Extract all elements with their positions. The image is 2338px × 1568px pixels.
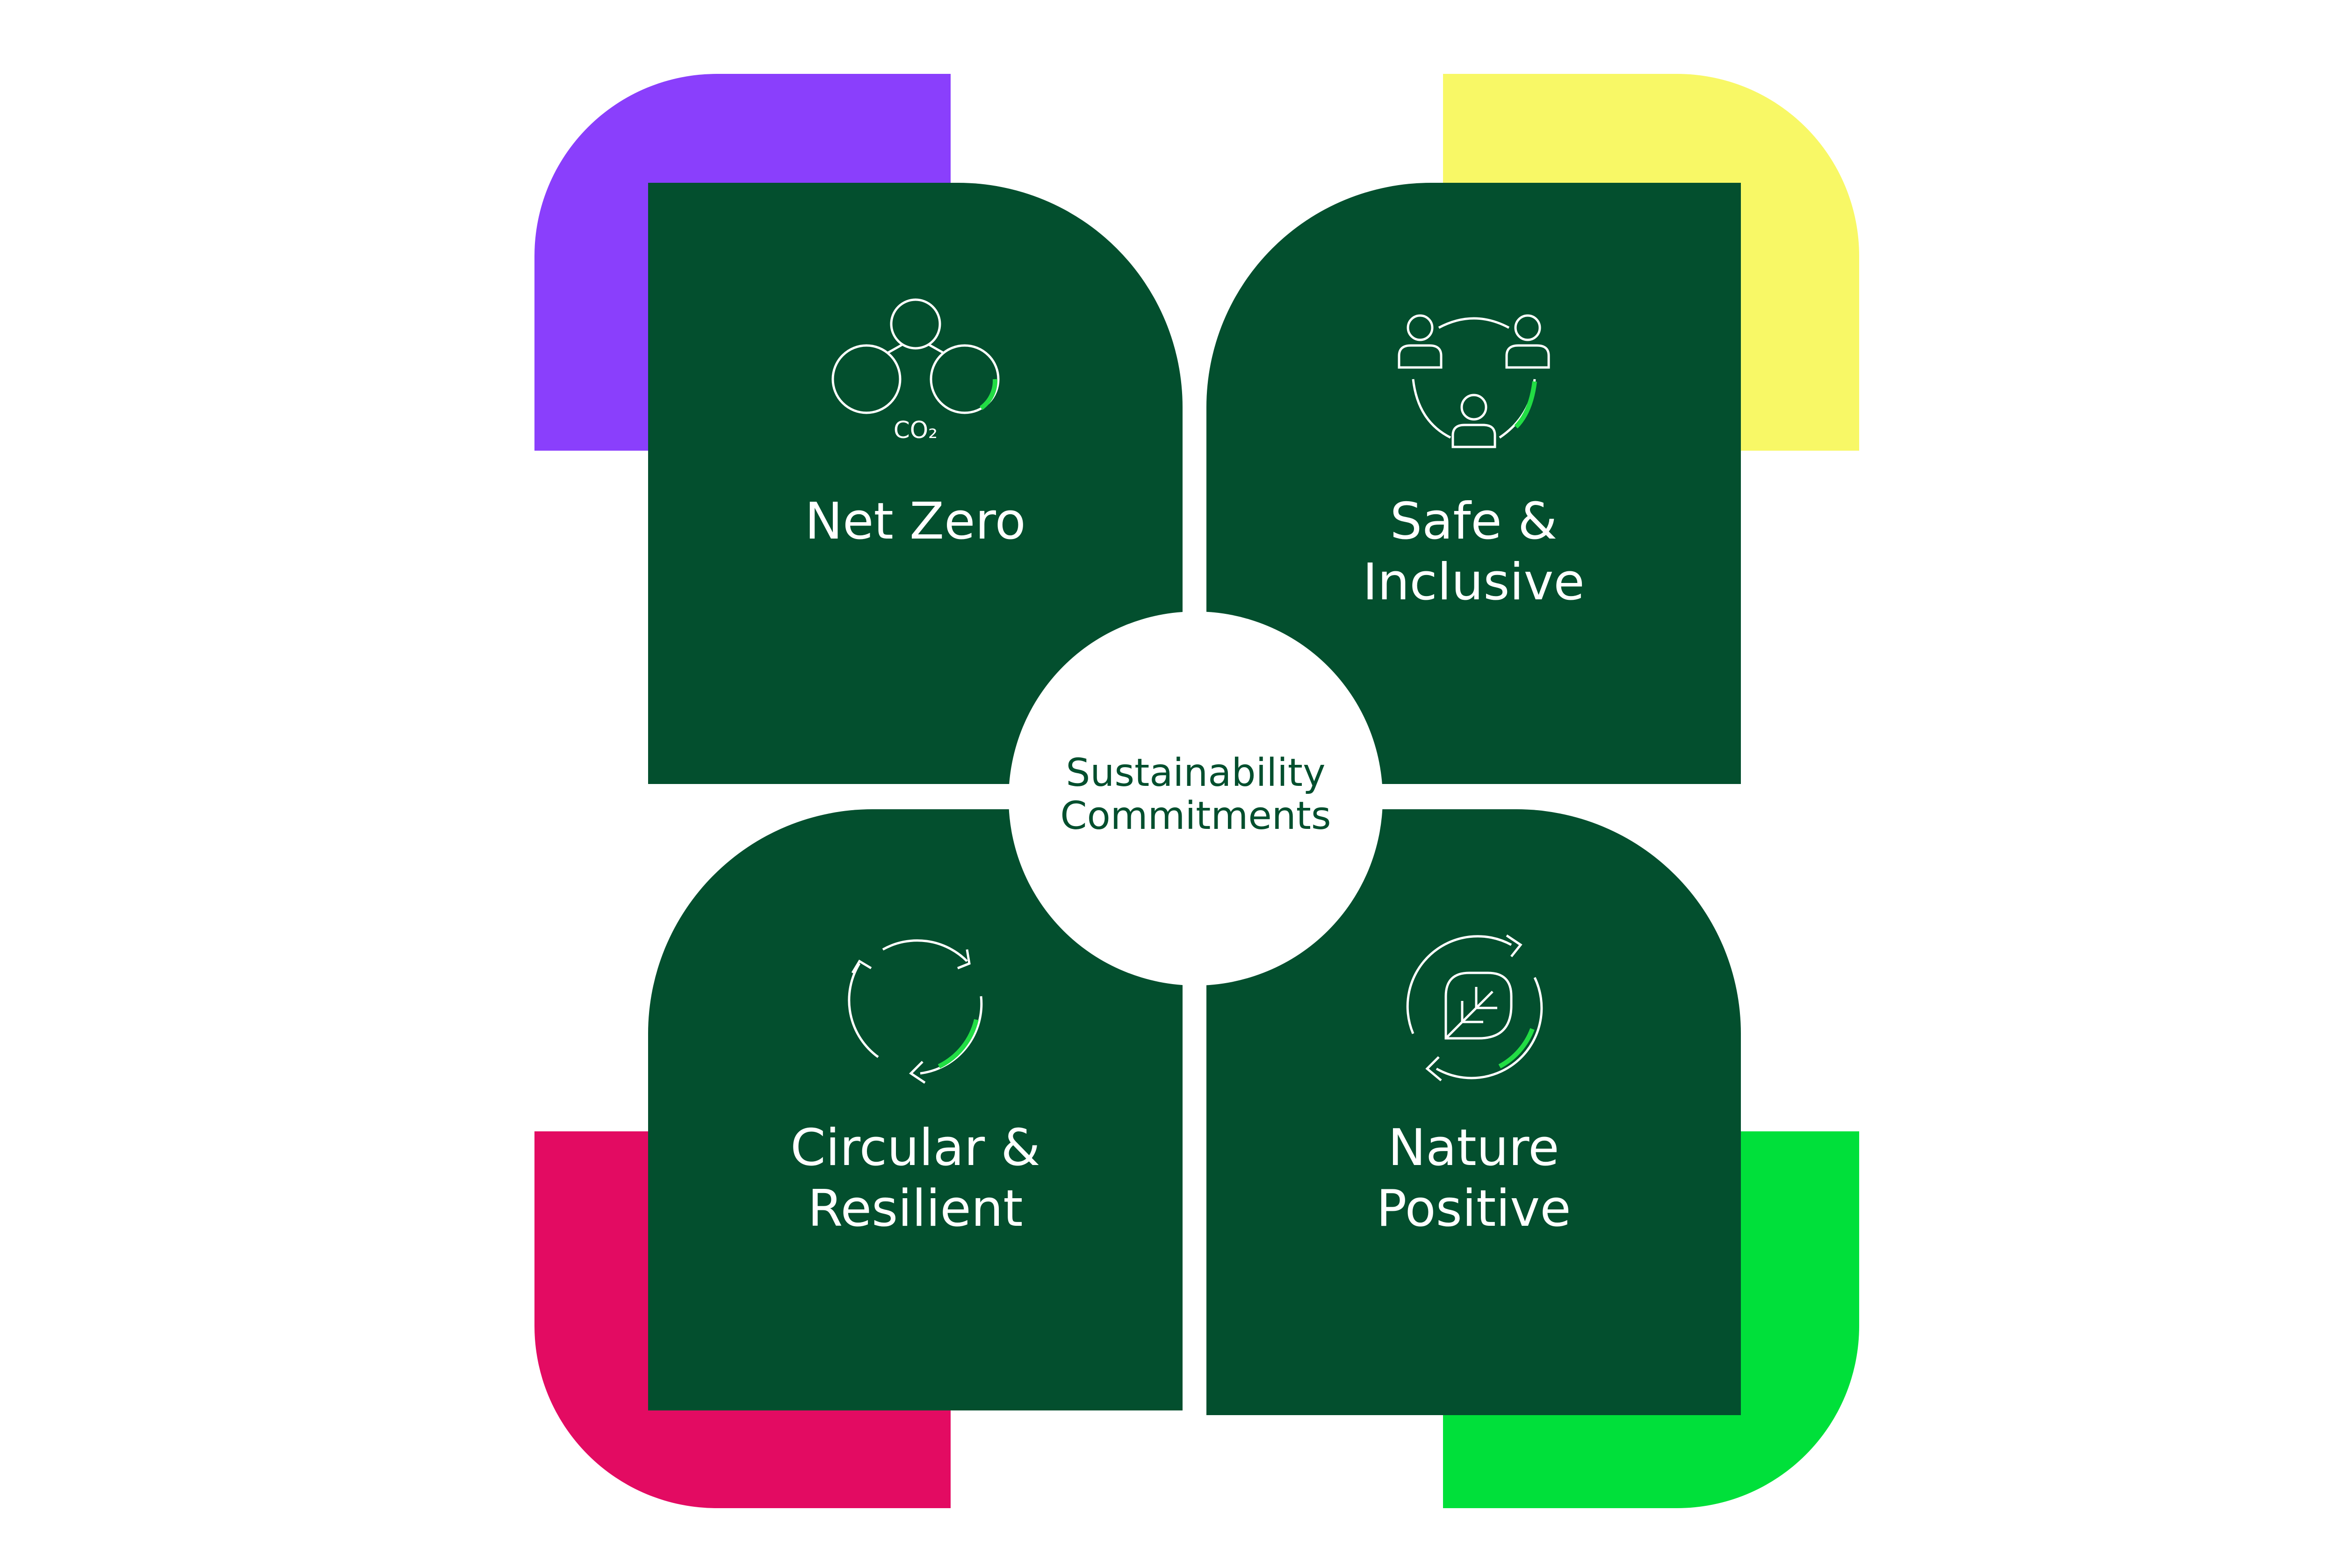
- safe-inclusive-title: Safe & Inclusive: [1206, 491, 1741, 613]
- center-label-line2: Commitments: [1060, 794, 1331, 838]
- center-hub: Sustainability Commitments: [1009, 611, 1383, 985]
- leaf-cycle-icon: [1406, 934, 1543, 1081]
- net-zero-title: Net Zero: [648, 491, 1183, 552]
- center-label-line1: Sustainability: [1066, 751, 1326, 795]
- center-label: Sustainability Commitments: [1009, 752, 1383, 838]
- net-zero-title-line1: Net Zero: [805, 492, 1026, 551]
- safe-inclusive-title-line1: Safe &: [1390, 492, 1558, 551]
- nature-positive-title-line2: Positive: [1376, 1180, 1571, 1238]
- co2-molecule-icon: CO₂: [831, 298, 999, 444]
- circular-resilient-title-line1: Circular &: [790, 1119, 1040, 1177]
- circular-resilient-title-line2: Resilient: [808, 1180, 1023, 1238]
- nature-positive-title-line1: Nature: [1388, 1119, 1559, 1177]
- safe-inclusive-title-line2: Inclusive: [1363, 553, 1585, 611]
- nature-positive-title: Nature Positive: [1206, 1118, 1741, 1239]
- co2-label: CO₂: [893, 417, 937, 444]
- recycle-arrows-icon: [847, 939, 982, 1084]
- circular-resilient-title: Circular & Resilient: [648, 1118, 1183, 1239]
- people-network-icon: [1398, 314, 1550, 448]
